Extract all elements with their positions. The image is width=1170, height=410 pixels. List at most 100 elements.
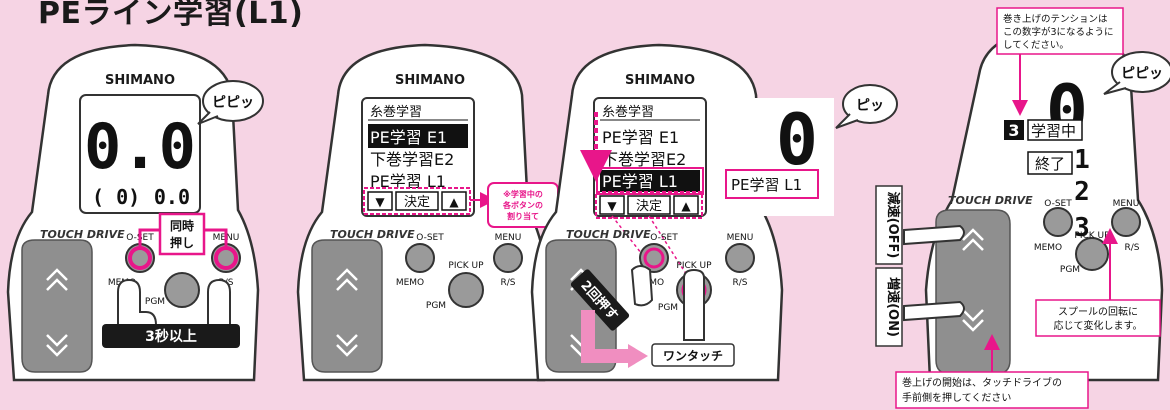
svg-text:※学習中の: ※学習中の (503, 189, 543, 199)
up-softkey (441, 191, 467, 211)
simul-text-2: 押し (170, 235, 194, 250)
svg-text:各ボタンの: 各ボタンの (502, 200, 543, 210)
down-softkey (599, 195, 625, 215)
learning-status: 学習中 (1031, 122, 1076, 140)
menu-button[interactable] (1111, 207, 1141, 237)
menu-button[interactable] (725, 243, 755, 273)
up-softkey (673, 195, 699, 215)
chevron-up-icon (336, 268, 358, 291)
menu-title: 糸巻学習 (602, 104, 654, 120)
svg-text:O-SET: O-SET (650, 233, 678, 243)
svg-text:PGM: PGM (426, 301, 446, 311)
menu-item[interactable]: PE学習 L1 (602, 172, 678, 191)
confirm-softkey (627, 195, 671, 215)
svg-text:PICK UP: PICK UP (1074, 231, 1110, 241)
brand-logo: SHIMANO (395, 73, 465, 88)
svg-text:▼: ▼ (607, 199, 617, 213)
finger (683, 268, 705, 341)
svg-text:MENU: MENU (1113, 199, 1140, 209)
menu-item[interactable]: 下巻学習E2 (602, 150, 686, 169)
tension-count: 3 (1008, 121, 1019, 140)
menu-item[interactable]: PE学習 E1 (370, 128, 447, 147)
brand-logo: SHIMANO (625, 73, 695, 88)
accel-label-box (875, 267, 903, 347)
lcd-big-value: 0.0 (84, 110, 196, 183)
chevron-up-icon (46, 268, 68, 291)
svg-text:してください。: してください。 (1003, 40, 1069, 51)
lcd-right-value: 0.0 (154, 185, 190, 209)
chevron-down-icon (46, 334, 68, 357)
pgm-label: PGM (145, 297, 165, 307)
press-highlight (643, 247, 665, 269)
svg-text:MEMO: MEMO (396, 278, 424, 288)
svg-text:2: 2 (1074, 177, 1090, 207)
svg-text:R/S: R/S (1125, 243, 1140, 253)
hold-text: 3秒以上 (145, 328, 197, 345)
svg-text:増速(ON): 増速(ON) (885, 277, 901, 337)
panel-3: SHIMANO 糸巻学習 PE学習 E1 下巻学習E2 PE学習 L1 ▼ 決定… (530, 43, 898, 382)
beep-text: ピピッ (1121, 66, 1163, 82)
flow-arrow (581, 310, 630, 363)
svg-text:この数字が3になるように: この数字が3になるように (1003, 26, 1114, 38)
end-softkey (1027, 151, 1073, 175)
beep-text: ピピッ (212, 95, 254, 111)
decel-label-box (875, 185, 903, 265)
svg-text:O-SET: O-SET (1044, 199, 1072, 209)
pickup-button[interactable] (164, 272, 200, 308)
panel-4: 巻き上げのテンションは この数字が3になるように してください。 0 3 学習中… (875, 7, 1170, 409)
svg-text:決定: 決定 (636, 199, 662, 214)
lcd-screen (79, 94, 201, 214)
oset-button[interactable] (1043, 207, 1073, 237)
touch-drive-label: TOUCH DRIVE (566, 228, 651, 241)
menu-button[interactable] (493, 243, 523, 273)
svg-text:PGM: PGM (1060, 265, 1080, 275)
chevron-down-icon (962, 309, 984, 332)
svg-text:巻き上げのテンションは: 巻き上げのテンションは (1003, 13, 1108, 25)
one-touch-badge (651, 343, 735, 367)
beep-text: ピッ (856, 98, 884, 114)
svg-text:応じて変化します。: 応じて変化します。 (1054, 319, 1143, 332)
svg-text:PGM: PGM (658, 303, 678, 313)
speech-bubble (202, 80, 264, 122)
svg-text:O-SET: O-SET (416, 233, 444, 243)
hold-banner (102, 324, 240, 348)
oset-button[interactable] (405, 243, 435, 273)
svg-text:PICK UP: PICK UP (676, 261, 712, 271)
touch-drive-pad[interactable] (311, 239, 383, 373)
menu-item[interactable]: PE学習 E1 (602, 128, 679, 147)
speech-bubble (842, 84, 898, 124)
menu-item[interactable]: PE学習 L1 (370, 172, 446, 191)
panel-1: SHIMANO 0.0 ( 0) 0.0 ピピッ TOUCH DRIVE O-S… (6, 43, 264, 382)
menu-title: 糸巻学習 (370, 104, 422, 120)
touch-drive-pad[interactable] (21, 239, 93, 373)
speech-bubble (1111, 51, 1170, 93)
pickup-button[interactable] (448, 272, 484, 308)
brand-logo: SHIMANO (105, 73, 175, 88)
svg-text:MENU: MENU (495, 233, 522, 243)
chevron-up-icon (962, 228, 984, 251)
menu-item[interactable]: 下巻学習E2 (370, 150, 454, 169)
pickup-button[interactable] (1075, 237, 1109, 271)
svg-text:R/S: R/S (733, 278, 748, 288)
svg-text:終了: 終了 (1035, 155, 1065, 173)
finger (903, 224, 965, 246)
zoom-big-value: 0 (776, 99, 818, 181)
svg-text:決定: 決定 (404, 195, 430, 210)
svg-text:MENU: MENU (727, 233, 754, 243)
menu-selection (368, 124, 468, 148)
tension-note (996, 7, 1124, 55)
svg-text:▲: ▲ (681, 199, 691, 213)
svg-text:減速(OFF): 減速(OFF) (885, 192, 901, 259)
svg-text:MEMO: MEMO (1034, 243, 1062, 253)
touch-drive-label: TOUCH DRIVE (40, 228, 125, 241)
svg-text:スプールの回転に: スプールの回転に (1058, 306, 1138, 318)
svg-text:▼: ▼ (375, 195, 385, 209)
simul-text-1: 同時 (170, 218, 194, 233)
svg-text:▲: ▲ (449, 195, 459, 209)
finger (903, 300, 965, 322)
svg-text:R/S: R/S (501, 278, 516, 288)
chevron-down-icon (336, 334, 358, 357)
menu-selection (600, 170, 700, 192)
